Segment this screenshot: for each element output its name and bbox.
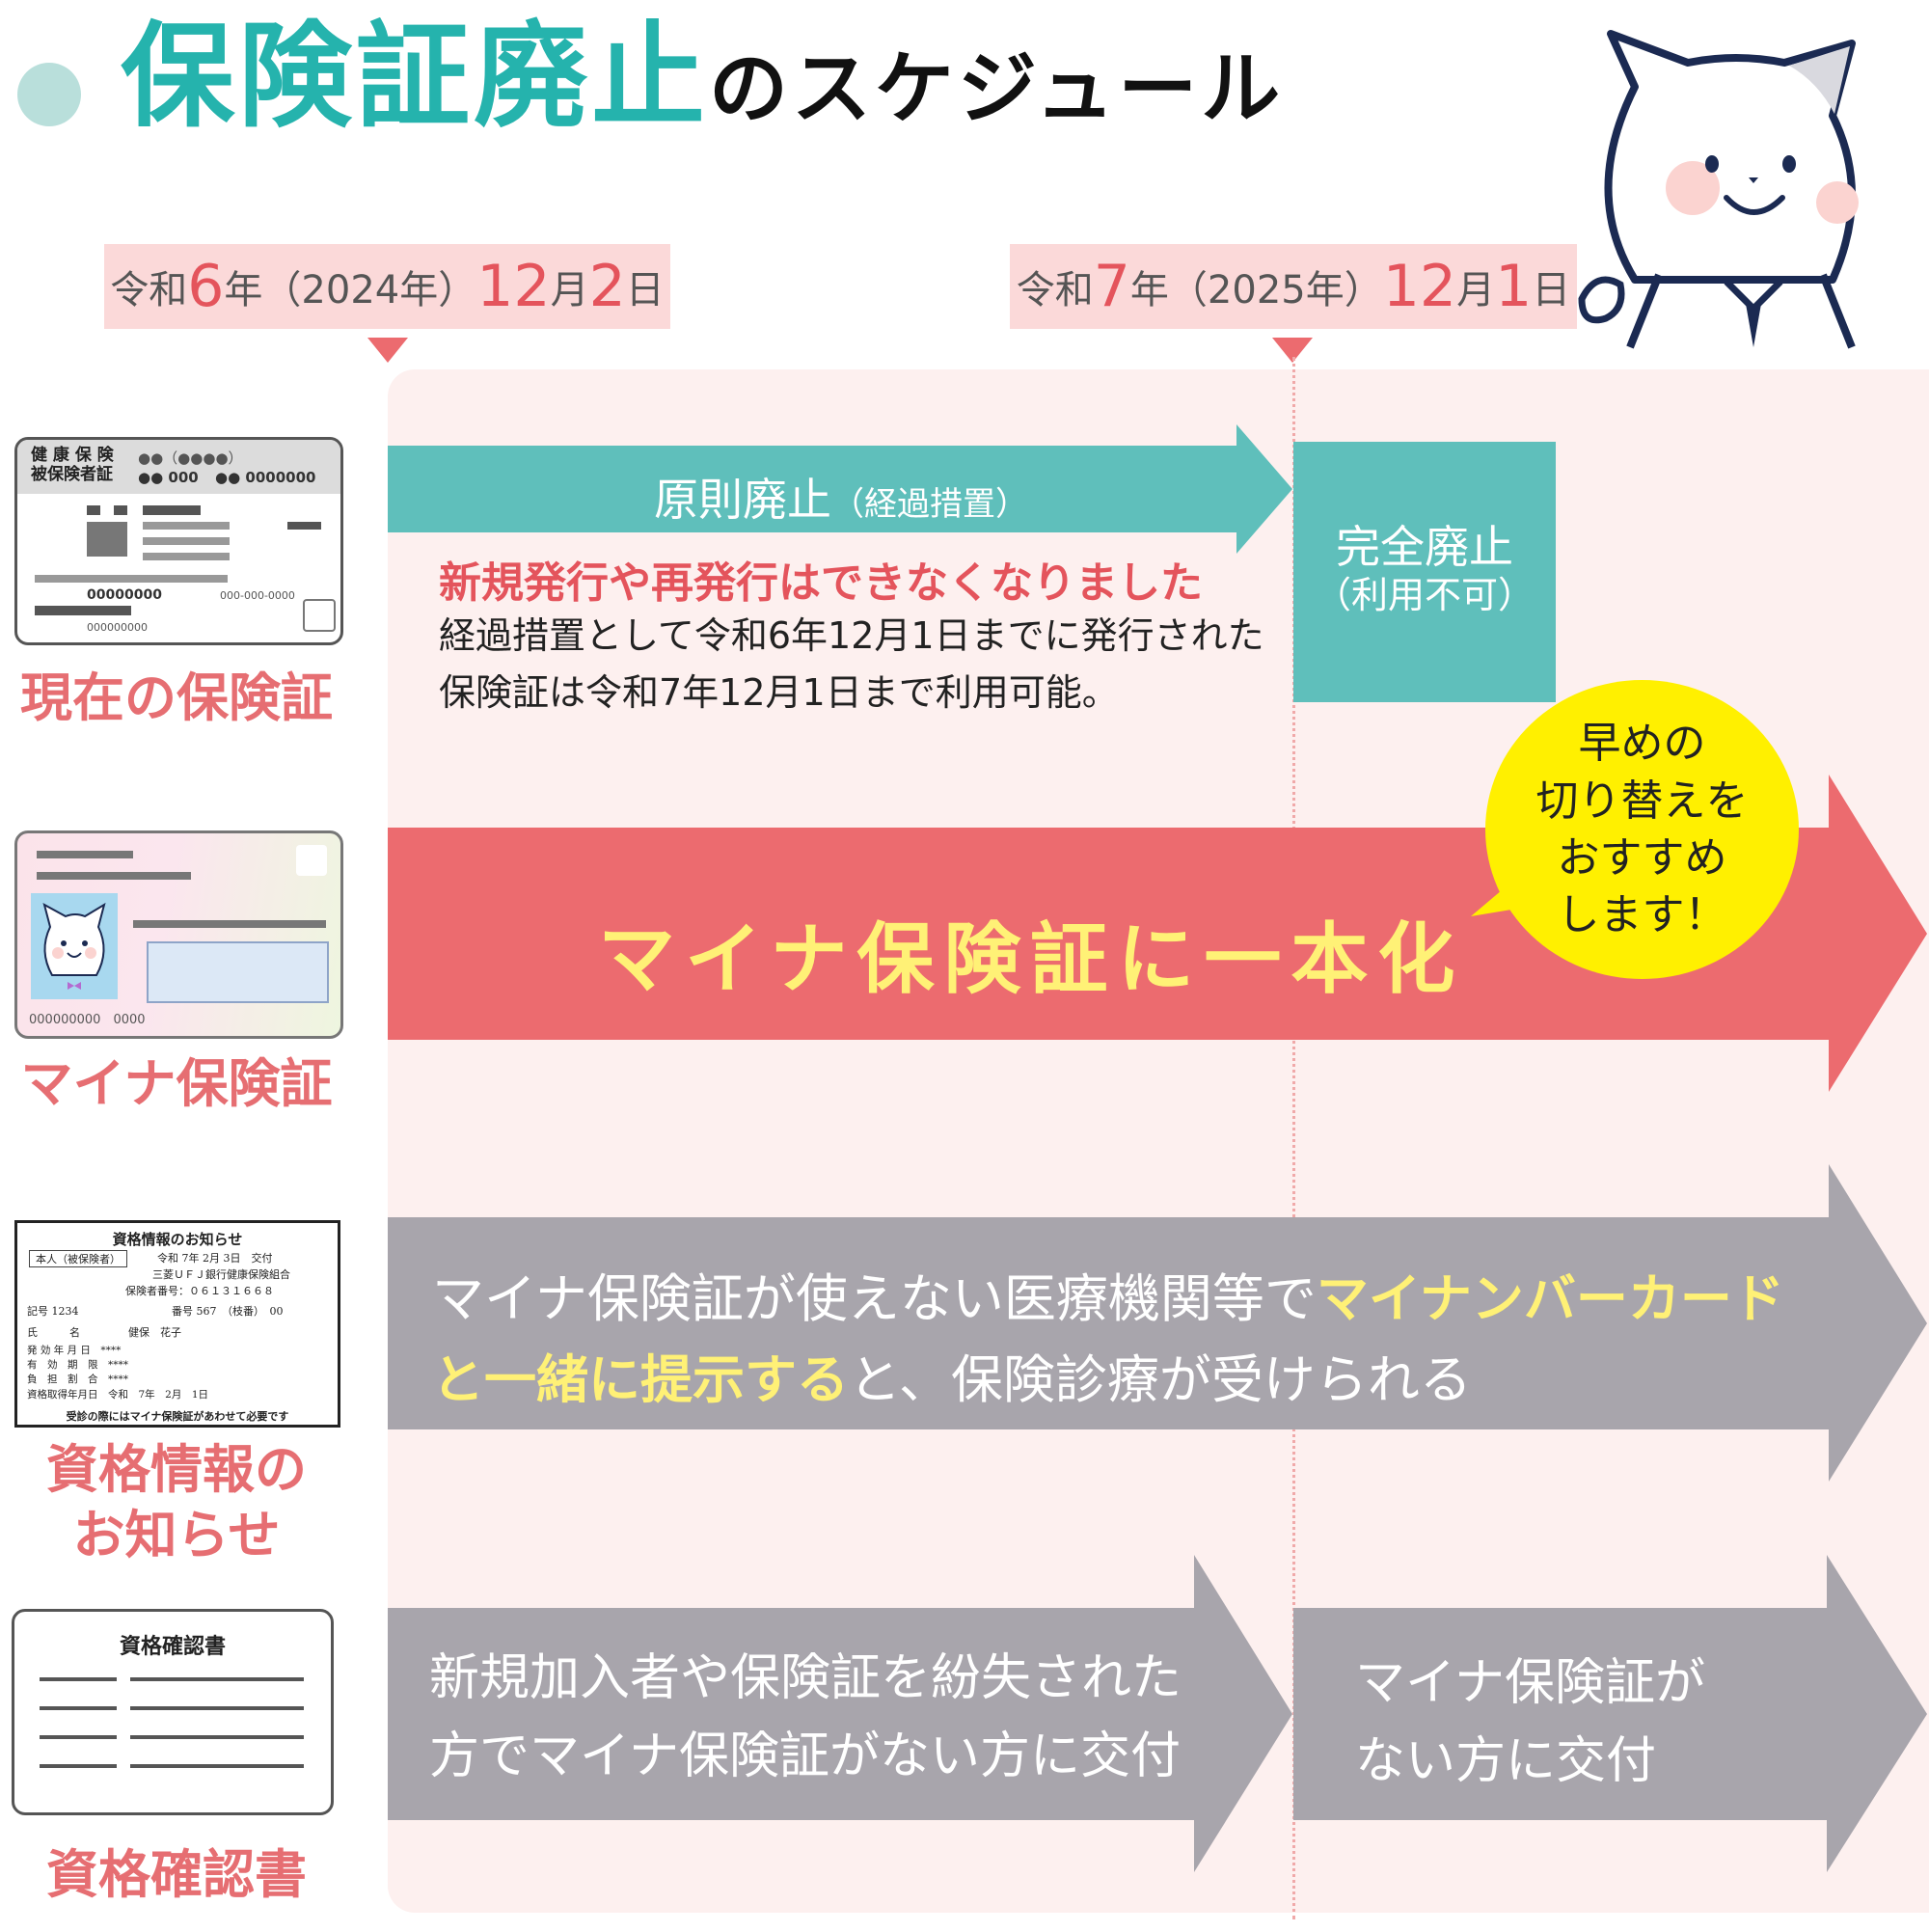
- date-western: （2025年）: [1168, 268, 1383, 313]
- certificate-phase2-text: マイナ保険証が ない方に交付: [1355, 1645, 1705, 1800]
- notice-description: マイナ保険証が使えない医療機関等でマイナンバーカード と一緒に提示すると、保険診…: [432, 1259, 1784, 1420]
- card-code2: ●● 000: [138, 469, 199, 486]
- card-line1: 健 康 保 険: [31, 446, 114, 465]
- certificate-arrow-phase2: [1293, 1555, 1927, 1872]
- date-day: 2: [588, 253, 626, 320]
- myna-card-image: 000000000 0000: [14, 830, 343, 1039]
- phase1-title: 原則廃止: [654, 474, 831, 526]
- notice-doc-field: 負 担 割 合 ****: [27, 1374, 128, 1386]
- health-card-image: 健 康 保 険 被保険者証 ●●（●●●●） ●● 000 ●● 0000000…: [14, 437, 343, 645]
- date-month-suffix: 月: [550, 268, 589, 313]
- notice-text-part2: と、保険診療が受けられる: [849, 1348, 1472, 1410]
- notice-doc-field: 有 効 期 限 ****: [27, 1359, 128, 1372]
- notice-doc-name-value: 健保 花子: [128, 1326, 181, 1339]
- myna-card-photo-cat-icon: [42, 902, 106, 990]
- certificate-phase2-line2: ない方に交付: [1355, 1731, 1657, 1790]
- notice-doc-kigo: 記号 1234: [27, 1305, 79, 1318]
- recommendation-bubble: 早めの 切り替えを おすすめ します！: [1485, 680, 1799, 979]
- date-month: 12: [1382, 253, 1457, 320]
- card-line2: 被保険者証: [31, 465, 113, 485]
- date-western: （2024年）: [262, 268, 477, 313]
- page-title: 保険証廃止のスケジュール: [121, 19, 1284, 133]
- date-year-suffix: 年: [224, 268, 263, 313]
- phase2-title: 完全廃止: [1336, 521, 1513, 573]
- certificate-phase1-line1: 新規加入者や保険証を紛失された: [429, 1649, 1182, 1707]
- card-code1: ●●（●●●●）: [138, 449, 243, 467]
- timeline-divider: [1292, 357, 1295, 1919]
- notice-doc-insurer: 三菱ＵＦＪ銀行健康保険組合: [152, 1268, 290, 1281]
- myna-unification-text: マイナ保険証に一本化: [598, 914, 1465, 1004]
- notice-document-image: 資格情報のお知らせ 本人（被保険者） 令和 7年 2月 3日 交付 三菱ＵＦＪ銀…: [14, 1220, 340, 1428]
- certificate-phase1-line2: 方でマイナ保険証がない方に交付: [429, 1727, 1181, 1785]
- phase2-block: [1293, 442, 1556, 702]
- notice-text-highlight1: マイナンバーカード: [1316, 1268, 1784, 1329]
- notice-doc-issue: 令和 7年 2月 3日 交付: [157, 1252, 273, 1265]
- notice-doc-footer: 受診の際にはマイナ保険証があわせて必要です: [66, 1410, 289, 1423]
- current-card-notice: 新規発行や再発行はできなくなりました: [439, 558, 1203, 608]
- certificate-phase2-line1: マイナ保険証が: [1355, 1654, 1705, 1712]
- bubble-line: おすすめ: [1557, 833, 1727, 883]
- certificate-doc-title: 資格確認書: [119, 1635, 226, 1659]
- date-day-suffix: 日: [1532, 268, 1571, 313]
- notice-doc-field: 資格取得年月日 令和 7年 2月 1日: [27, 1388, 209, 1401]
- phase2-sub: （利用不可）: [1314, 574, 1535, 617]
- date-month-suffix: 月: [1456, 268, 1496, 313]
- date-day-suffix: 日: [625, 268, 665, 313]
- phase1-arrow: [388, 424, 1292, 554]
- notice-doc-field: 発 効 年 月 日 ****: [27, 1345, 122, 1356]
- transition-note: 経過措置として令和6年12月1日までに発行された 保険証は令和7年12月1日まで…: [439, 608, 1264, 721]
- card-number1: 00000000: [87, 587, 162, 603]
- date-month: 12: [476, 253, 551, 320]
- bubble-line: します！: [1557, 890, 1727, 940]
- date-era-year: 6: [187, 253, 225, 320]
- certificate-document-image: 資格確認書: [12, 1609, 334, 1815]
- notice-text-highlight2: と一緒に提示する: [432, 1348, 849, 1410]
- notice-doc-name-label: 氏 名: [27, 1326, 80, 1339]
- label-certificate: 資格確認書: [46, 1844, 307, 1905]
- label-notice-line1: 資格情報の: [46, 1439, 307, 1500]
- card-number3: 000000000: [87, 621, 148, 634]
- title-bullet-icon: [17, 63, 81, 126]
- phase2-label: 完全廃止 （利用不可）: [1293, 521, 1556, 618]
- label-current-card: 現在の保険証: [20, 667, 333, 728]
- notice-arrow: [388, 1164, 1927, 1482]
- notice-doc-bango: 番号 567 （枝番） 00: [172, 1305, 284, 1318]
- certificate-arrow-phase1: [388, 1555, 1292, 1872]
- label-notice: 資格情報の お知らせ: [8, 1437, 345, 1567]
- transition-note-line1: 経過措置として令和6年12月1日までに発行された: [439, 614, 1264, 657]
- myna-card-number: 000000000 0000: [29, 1013, 146, 1027]
- notice-doc-tag: 本人（被保険者）: [29, 1250, 127, 1267]
- transition-note-line2: 保険証は令和7年12月1日まで利用可能。: [439, 670, 1119, 714]
- title-main: 保険証廃止: [121, 10, 710, 143]
- notice-doc-insurer-no: 保険者番号：０６１３１６６８: [125, 1285, 274, 1297]
- card-number2: 000-000-0000: [220, 589, 295, 602]
- notice-text-part1: マイナ保険証が使えない医療機関等で: [432, 1268, 1317, 1329]
- cat-mascot-icon: [1578, 30, 1859, 349]
- label-notice-line2: お知らせ: [72, 1504, 281, 1565]
- date-day: 1: [1495, 253, 1533, 320]
- bubble-line: 早めの: [1578, 719, 1706, 769]
- date-year-suffix: 年: [1129, 268, 1169, 313]
- title-sub: のスケジュール: [709, 43, 1285, 135]
- date-marker-2024-icon: [367, 338, 408, 363]
- phase1-sub: （経過措置）: [831, 485, 1028, 524]
- notice-doc-title: 資格情報のお知らせ: [112, 1231, 243, 1248]
- bubble-line: 切り替えを: [1535, 776, 1749, 826]
- date-era: 令和: [1016, 268, 1094, 313]
- label-myna-card: マイナ保険証: [20, 1053, 333, 1114]
- card-code3: ●● 0000000: [215, 469, 316, 486]
- certificate-phase1-text: 新規加入者や保険証を紛失された 方でマイナ保険証がない方に交付: [429, 1640, 1182, 1795]
- date-era-year: 7: [1093, 253, 1130, 320]
- phase1-label: 原則廃止（経過措置）: [654, 465, 1028, 529]
- date-era: 令和: [110, 268, 188, 313]
